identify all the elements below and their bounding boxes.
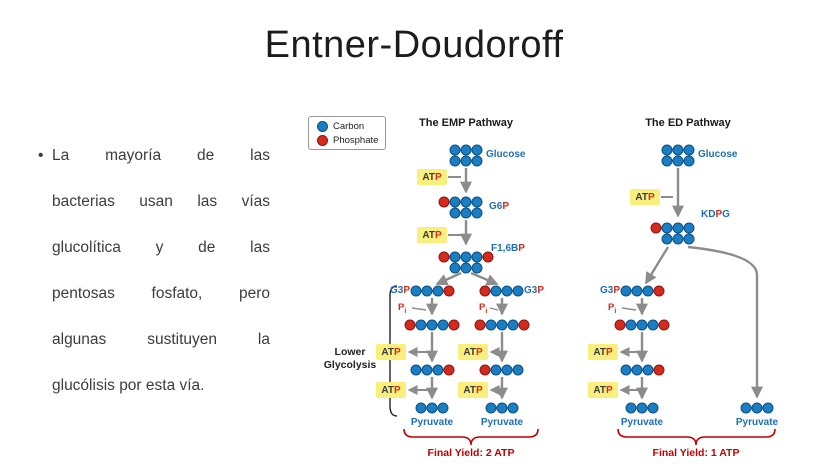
kdpg-p: P: [715, 209, 723, 220]
page-title: Entner-Doudoroff: [264, 24, 564, 66]
phosphate-dot-icon: [317, 134, 328, 146]
atp-p: P: [605, 346, 613, 358]
legend-phosphate-label: Phosphate: [333, 134, 379, 146]
ed-g3p-label: G3P: [596, 285, 620, 296]
atp-text: AT: [381, 384, 394, 396]
atp-p: P: [393, 384, 401, 396]
emp-left-g3p-label: G3P: [388, 285, 410, 296]
emp-pathway-title: The EMP Pathway: [419, 117, 513, 129]
bullet-line: glucolítica y de las: [52, 239, 270, 256]
emp-right-g3p-label: G3P: [524, 285, 544, 296]
bullet-line: La mayoría de las: [52, 147, 270, 164]
ed-kdpg-molecule: [650, 222, 695, 245]
pi-p: P: [398, 302, 405, 313]
legend-phosphate-row: Phosphate: [317, 134, 385, 146]
emp-left-pyruvate-label: Pyruvate: [410, 417, 454, 428]
legend-carbon-row: Carbon: [317, 120, 385, 132]
g6p-text: G6: [489, 201, 503, 212]
emp-f16bp-molecule: [438, 251, 494, 274]
atp-p: P: [393, 346, 401, 358]
bullet-text-block: • La mayoría de las bacterias usan las v…: [38, 133, 270, 409]
g3p-text: G3: [524, 285, 538, 296]
atp-p: P: [475, 384, 483, 396]
ed-kdpg-label: KDPG: [701, 209, 730, 220]
pi-p: P: [479, 302, 486, 313]
atp-text: AT: [381, 346, 394, 358]
emp-g6p-molecule: [438, 196, 483, 219]
atp-text: AT: [422, 229, 435, 241]
g3p-text: G3: [389, 285, 404, 296]
emp-yield-brace: [403, 428, 539, 446]
ed-glucose-label: Glucose: [698, 149, 738, 160]
ed-g3p-branch-molecules: [614, 285, 670, 414]
pi-sub: i: [404, 307, 407, 315]
kdpg-g: G: [722, 209, 730, 220]
emp-g6p-label: G6P: [489, 201, 509, 212]
ed-final-yield: Final Yield: 1 ATP: [652, 447, 740, 459]
emp-glucose-molecule: [449, 144, 483, 167]
atp-p: P: [434, 171, 442, 183]
lower-glycolysis-label: Lower Glycolysis: [323, 346, 377, 372]
atp-p: P: [605, 384, 613, 396]
legend: Carbon Phosphate: [308, 116, 386, 150]
ed-pi-label: Pi: [608, 302, 616, 315]
emp-left-branch-molecules: [404, 285, 460, 414]
legend-carbon-label: Carbon: [333, 120, 365, 132]
pi-sub: i: [614, 307, 617, 315]
ed-right-pyruvate-label: Pyruvate: [735, 417, 779, 428]
ed-left-pyruvate-label: Pyruvate: [620, 417, 664, 428]
bullet-line: glucólisis por esta vía.: [52, 377, 205, 394]
emp-right-pi-label: Pi: [479, 302, 487, 315]
atp-text: AT: [422, 171, 435, 183]
f16bp-p: P: [518, 243, 525, 254]
g3p-p: P: [403, 285, 410, 296]
emp-arrows: [407, 168, 508, 400]
ed-yield-brace: [617, 428, 776, 446]
atp-p: P: [647, 191, 655, 203]
kdpg-kd: KD: [701, 209, 716, 220]
atp-text: AT: [593, 384, 606, 396]
atp-text: AT: [593, 346, 606, 358]
g3p-p: P: [613, 285, 620, 296]
atp-p: P: [475, 346, 483, 358]
g3p-text: G3: [599, 285, 614, 296]
ed-right-pyruvate-molecule: [740, 402, 774, 414]
emp-left-pi-label: Pi: [398, 302, 406, 315]
emp-right-branch-molecules: [474, 285, 530, 414]
bullet-line: pentosas fosfato, pero: [52, 285, 270, 302]
atp-p: P: [434, 229, 442, 241]
ed-glucose-molecule: [661, 144, 695, 167]
atp-text: AT: [463, 346, 476, 358]
g6p-p: P: [502, 201, 510, 212]
f16bp-text: F1,6B: [491, 243, 519, 254]
atp-text: AT: [635, 191, 648, 203]
carbon-dot-icon: [317, 120, 328, 132]
emp-f16bp-label: F1,6BP: [491, 243, 525, 254]
emp-right-pyruvate-label: Pyruvate: [480, 417, 524, 428]
pi-sub: i: [485, 307, 488, 315]
ed-pathway-title: The ED Pathway: [645, 117, 731, 129]
emp-final-yield: Final Yield: 2 ATP: [427, 447, 515, 459]
g3p-p: P: [537, 285, 545, 296]
bullet-line: bacterias usan las vías: [52, 193, 270, 210]
atp-text: AT: [463, 384, 476, 396]
emp-glucose-label: Glucose: [486, 149, 526, 160]
pi-p: P: [608, 302, 615, 313]
bullet-marker: •: [38, 147, 44, 164]
ed-arrows: [619, 168, 763, 400]
bullet-line: algunas sustituyen la: [52, 331, 270, 348]
